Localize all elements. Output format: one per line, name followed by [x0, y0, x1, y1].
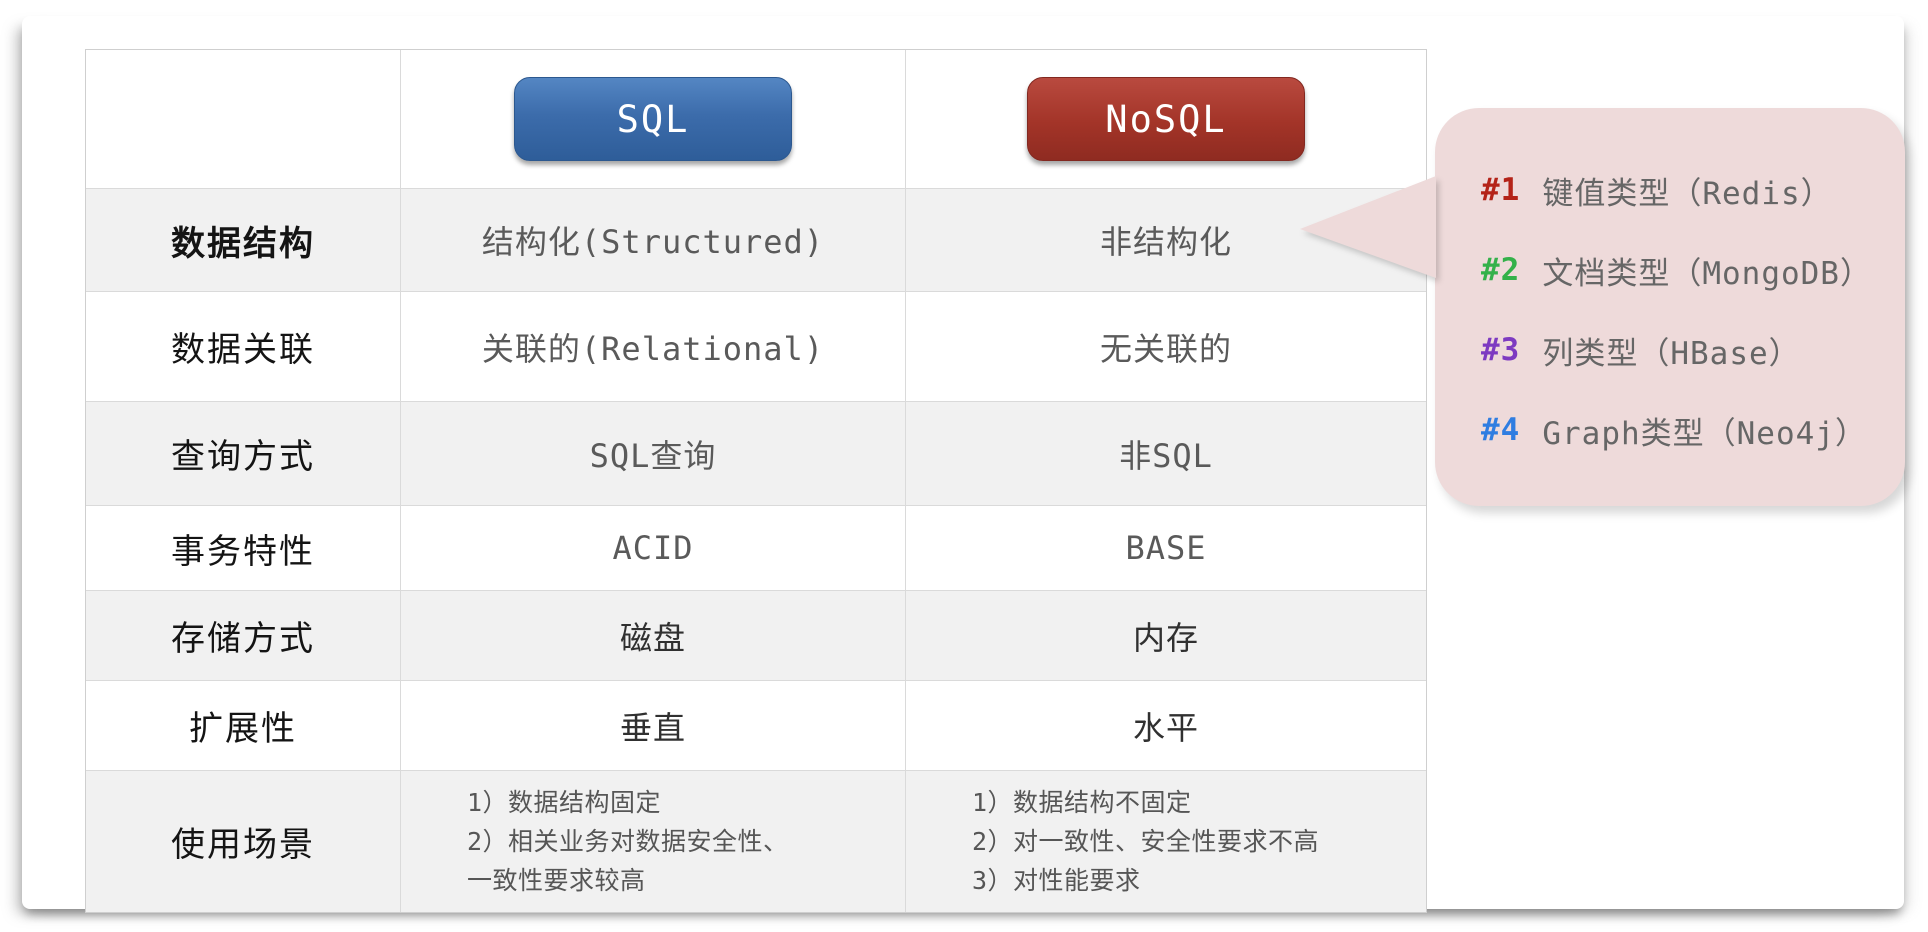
table-row-label: 使用场景 [86, 771, 401, 912]
nosql-badge: NoSQL [1027, 77, 1305, 161]
nosql-cell: 1）数据结构不固定 2）对一致性、安全性要求不高 3）对性能要求 [906, 771, 1426, 912]
row-label-data-relation: 数据关联 [171, 331, 315, 369]
sql-value-data-structure: 结构化(Structured) [481, 223, 825, 261]
row-label-use-cases: 使用场景 [171, 826, 315, 864]
sql-value-transaction: ACID [612, 529, 694, 567]
callout-number: #3 [1481, 332, 1521, 368]
table-row-label: 扩展性 [86, 681, 401, 771]
sql-header-cell: SQL [401, 50, 906, 189]
row-label-scalability: 扩展性 [189, 710, 297, 748]
sql-badge: SQL [514, 77, 792, 161]
sql-cell: SQL查询 [401, 402, 906, 506]
row-label-query-method: 查询方式 [171, 438, 315, 476]
nosql-header-cell: NoSQL [906, 50, 1426, 189]
table-row-label: 存储方式 [86, 591, 401, 681]
sql-value-query-method: SQL查询 [589, 436, 717, 475]
nosql-value-storage: 内存 [1132, 618, 1199, 657]
callout-number: #1 [1481, 172, 1521, 208]
nosql-cell: 非SQL [906, 402, 1426, 506]
callout-number: #2 [1481, 252, 1521, 288]
nosql-value-data-structure: 非结构化 [1099, 223, 1232, 261]
nosql-value-scalability: 水平 [1132, 708, 1199, 747]
nosql-value-query-method: 非SQL [1119, 436, 1213, 475]
table-row-label: 数据关联 [86, 292, 401, 402]
content-card: SQL NoSQL 数据结构 结构化(Structured) 非结构化 数据关联… [22, 16, 1905, 913]
callout-item-neo4j: #4 Graph类型（Neo4j） [1481, 390, 1905, 470]
sql-value-data-relation: 关联的(Relational) [481, 329, 825, 368]
comparison-table: SQL NoSQL 数据结构 结构化(Structured) 非结构化 数据关联… [85, 49, 1427, 913]
sql-value-storage: 磁盘 [619, 618, 686, 657]
callout-label: 列类型（HBase） [1542, 335, 1801, 372]
row-label-storage: 存储方式 [171, 620, 315, 658]
nosql-cell: BASE [906, 506, 1426, 591]
header-empty-cell [86, 50, 401, 189]
callout-label: 文档类型（MongoDB） [1542, 255, 1872, 292]
nosql-cell: 内存 [906, 591, 1426, 681]
row-label-transaction: 事务特性 [171, 532, 315, 571]
callout-item-mongodb: #2 文档类型（MongoDB） [1481, 230, 1905, 310]
row-label-data-structure: 数据结构 [171, 224, 315, 263]
table-row-label: 事务特性 [86, 506, 401, 591]
sql-cell: 结构化(Structured) [401, 189, 906, 292]
sql-cell: ACID [401, 506, 906, 591]
sql-cell: 垂直 [401, 681, 906, 771]
sql-cell: 磁盘 [401, 591, 906, 681]
nosql-value-data-relation: 无关联的 [1099, 329, 1232, 368]
nosql-value-transaction: BASE [1125, 529, 1207, 567]
callout-item-hbase: #3 列类型（HBase） [1481, 310, 1905, 390]
callout-number: #4 [1481, 412, 1521, 448]
callout-item-redis: #1 键值类型（Redis） [1481, 150, 1905, 230]
callout-label: 键值类型（Redis） [1542, 175, 1833, 212]
nosql-types-callout: #1 键值类型（Redis） #2 文档类型（MongoDB） #3 列类型（H… [1300, 108, 1905, 506]
callout-tail-pointer [1300, 176, 1436, 278]
nosql-cell: 水平 [906, 681, 1426, 771]
nosql-cell: 无关联的 [906, 292, 1426, 402]
sql-cell: 关联的(Relational) [401, 292, 906, 402]
table-row-label: 查询方式 [86, 402, 401, 506]
sql-value-scalability: 垂直 [619, 708, 686, 747]
table-row-label: 数据结构 [86, 189, 401, 292]
sql-cell: 1）数据结构固定 2）相关业务对数据安全性、 一致性要求较高 [401, 771, 906, 912]
callout-label: Graph类型（Neo4j） [1542, 415, 1867, 452]
